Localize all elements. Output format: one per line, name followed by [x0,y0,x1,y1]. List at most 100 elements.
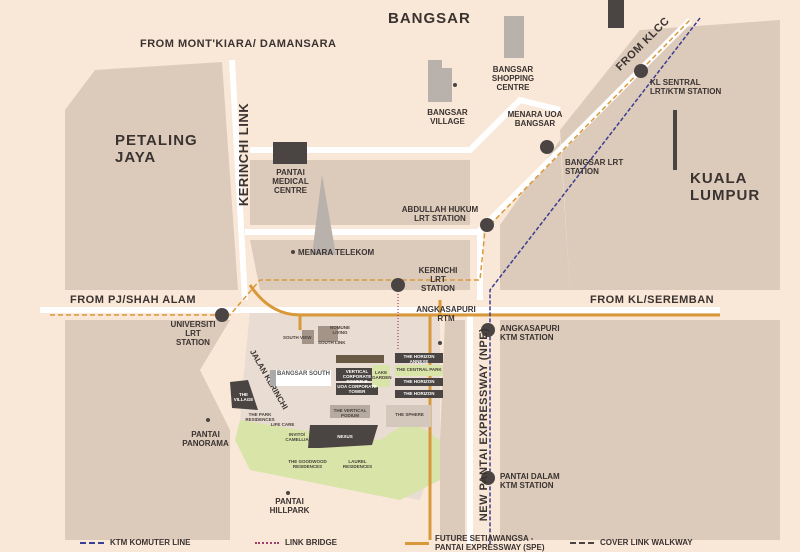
petaling-jaya-block [65,62,238,290]
area-kuala-lumpur: KUALA LUMPUR [690,170,761,204]
legend-link-bridge: LINK BRIDGE [255,538,337,547]
cover-link-walkway [50,19,691,316]
label-pantai-hillpark: PANTAI HILLPARK [269,497,310,515]
label-vertical-podium: THE VERTICAL PODIUM [333,408,367,418]
building-vertical-podium [330,405,370,418]
label-vertical-b: VERTICAL CORPORATE TOWER B [342,369,372,384]
tall-buildings [273,0,677,255]
legend-label: LINK BRIDGE [285,538,337,547]
label-menara-telekom: MENARA TELEKOM [298,248,375,257]
label-sphere: THE SPHERE [395,412,424,417]
building-vertical-hq [336,355,384,363]
landmark-dot [453,83,457,87]
bangsar-block [250,160,470,225]
block-right-mid [500,140,570,290]
bangsar-village-tower-icon [428,60,442,102]
pj-lower-block [65,320,230,540]
label-south-link: SOUTH LINK [318,340,346,345]
ktm-swatch-icon [80,541,104,544]
label-invito: INVITO/ CAMELLIA [285,432,309,442]
area-petaling-jaya: PETALING JAYA [115,132,198,166]
label-nomune: NOMUNE LIVING [330,325,350,335]
walkway-swatch-icon [570,541,594,544]
legend-spe: FUTURE SETIAWANGSA - PANTAI EXPRESSWAY (… [405,534,550,552]
petronas-towers-icon [608,0,624,28]
building-sphere [386,405,431,427]
abdullah-hukum-station-icon [480,218,494,232]
pantai-dalam-station-icon [481,471,495,485]
label-village: THE VILLAGE [233,392,254,402]
station-icons [206,64,648,495]
label-bangsar-shopping: BANGSAR SHOPPING CENTRE [491,65,535,92]
label-angkasapuri-rtm: ANGKASAPURI RTM [416,305,476,323]
label-pantai-medical: PANTAI MEDICAL CENTRE [272,168,309,195]
ktm-line [489,17,701,545]
bangsar-village-tower2-icon [440,68,452,102]
legend-label: COVER LINK WALKWAY [600,538,693,547]
building-lake-garden [372,365,390,387]
label-laurel: LAUREL RESIDENCES [342,459,373,469]
building-village [230,380,258,410]
npe-block [440,320,465,540]
label-nexus: NEXUS [337,434,353,439]
landmark-dot [206,418,210,422]
label-kerinchi-lrt: KERINCHI LRT STATION [418,266,458,293]
menara-telekom-icon [312,175,336,255]
building-central-park [395,365,443,376]
label-horizon-1: THE HORIZON [403,379,435,384]
universiti-station-icon [215,308,229,322]
spe-expressway [248,284,720,540]
hospital-icon [273,142,307,164]
label-universiti-lrt: UNIVERSITI LRT STATION [170,320,216,347]
building-horizon-annexe [395,353,443,363]
label-kl-sentral: KL SENTRAL LRT/KTM STATION [650,78,722,96]
label-bangsar-lrt: BANGSAR LRT STATION [565,158,624,176]
landmark-dot [438,341,442,345]
bangsar-station-icon [540,140,554,154]
label-pantai-panorama: PANTAI PANORAMA [182,430,229,448]
site-buildings [230,326,443,448]
kl-sentral-station-icon [634,64,648,78]
legend-ktm: KTM KOMUTER LINE [80,538,190,547]
label-abdullah-hukum: ABDULLAH HUKUM LRT STATION [401,205,479,223]
label-pantai-dalam: PANTAI DALAM KTM STATION [500,472,560,490]
legend-label: FUTURE SETIAWANGSA - PANTAI EXPRESSWAY (… [435,534,545,552]
label-bangsar-village: BANGSAR VILLAGE [427,108,468,126]
building-nexus [308,425,378,448]
bangsar-loop [250,96,561,153]
building-south-link [318,326,338,342]
block-center [250,240,470,290]
label-life-care: LIFE CARE [270,422,295,427]
landmark-dot [291,250,295,254]
angkasapuri-ktm-station-icon [481,323,495,337]
label-goodwood: THE GOODWOOD RESIDENCES [288,459,327,469]
label-angkasapuri-ktm: ANGKASAPURI KTM STATION [500,324,560,342]
building-horizon-2 [395,390,443,398]
building-south-view [302,330,314,344]
label-horizon-2: THE HORIZON [403,391,435,396]
bangsar-south-logo: BANGSAR SOUTH [270,370,331,386]
label-horizon-annexe: THE HORIZON ANNEXE [403,354,435,364]
bangsar-shopping-tower-icon [504,16,524,58]
kl-lower-block [500,320,780,540]
spe-swatch-icon [405,541,429,545]
label-lake-garden: LAKE GARDEN [372,370,392,380]
building-uoa-tower [336,383,378,395]
kl-tower-icon [673,110,677,170]
blocks [65,20,780,540]
road-kerinchi-link: KERINCHI LINK [236,102,252,207]
area-bangsar: BANGSAR [388,10,471,27]
road-from-montkiara: FROM MONT'KIARA/ DAMANSARA [140,38,337,50]
kerinchi-station-icon [391,278,405,292]
legend-walkway: COVER LINK WALKWAY [570,538,693,547]
building-horizon-1 [395,378,443,386]
kerinchi-link-road [229,59,248,301]
landmark-dot [286,491,290,495]
road-from-pj: FROM PJ/SHAH ALAM [70,294,197,306]
label-central-park: THE CENTRAL PARK [396,367,442,372]
label-south-view: SOUTH VIEW [283,335,312,340]
road-npe: NEW PANTAI EXPRESSWAY (NPE) [478,327,491,522]
label-menara-uoa: MENARA UOA BANGSAR [507,110,563,128]
link-bridge-swatch-icon [255,541,279,544]
